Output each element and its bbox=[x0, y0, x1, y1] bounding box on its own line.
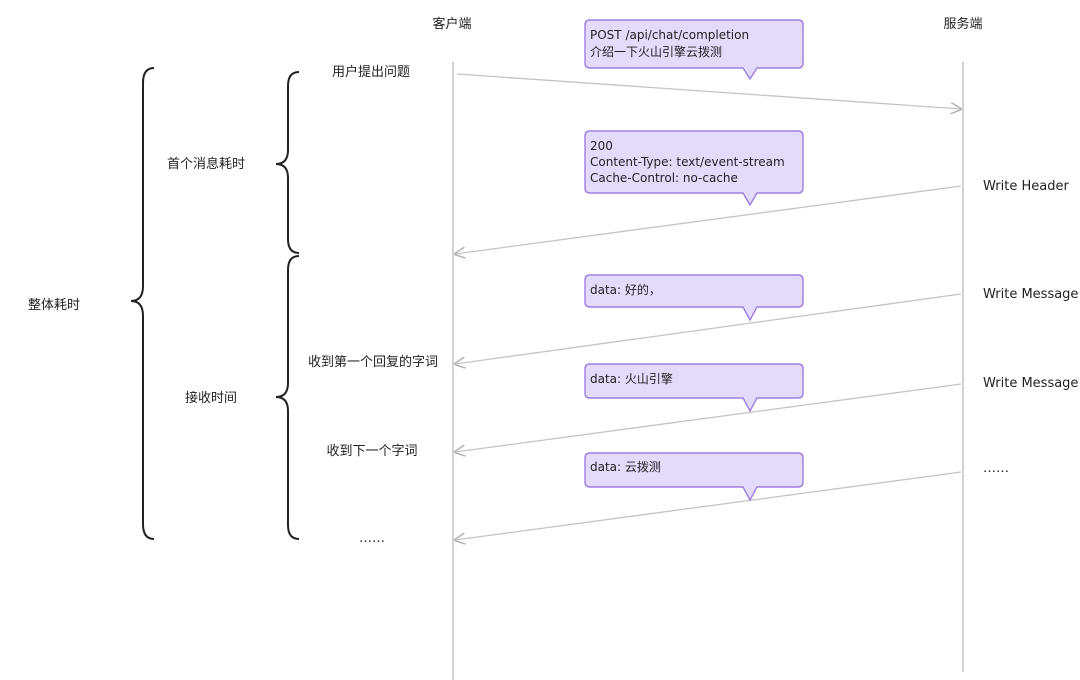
first-message-time-label: 首个消息耗时 bbox=[167, 156, 245, 172]
message3-bubble: data: 云拨测 bbox=[584, 452, 804, 502]
overall-brace bbox=[130, 67, 155, 540]
request-bubble-line-2: 介绍一下火山引擎云拨测 bbox=[590, 44, 722, 59]
client-ellipsis: …… bbox=[359, 531, 385, 546]
write-header-label: Write Header bbox=[983, 179, 1069, 194]
message3-bubble-text: data: 云拨测 bbox=[590, 460, 661, 474]
first-word-label: 收到第一个回复的字词 bbox=[308, 354, 438, 370]
message1-bubble: data: 好的， bbox=[584, 274, 804, 322]
request-arrow bbox=[456, 73, 961, 109]
message3-arrow bbox=[455, 471, 962, 540]
overall-time-label: 整体耗时 bbox=[28, 298, 80, 313]
message2-arrow bbox=[455, 383, 962, 452]
request-bubble: POST /api/chat/completion 介绍一下火山引擎云拨测 bbox=[584, 19, 804, 81]
message1-bubble-text: data: 好的， bbox=[590, 282, 661, 297]
header-bubble-line-2: Content-Type: text/event-stream bbox=[590, 155, 785, 169]
message2-bubble: data: 火山引擎 bbox=[584, 363, 804, 413]
header-bubble-line-1: 200 bbox=[590, 139, 613, 153]
ask-question-label: 用户提出问题 bbox=[332, 64, 410, 80]
receive-time-brace bbox=[275, 255, 300, 540]
server-title: 服务端 bbox=[943, 16, 982, 32]
header-arrow bbox=[455, 185, 962, 254]
server-ellipsis: …… bbox=[983, 461, 1009, 476]
header-bubble: 200 Content-Type: text/event-stream Cach… bbox=[584, 130, 804, 207]
message1-arrow bbox=[455, 293, 962, 364]
request-bubble-line-1: POST /api/chat/completion bbox=[590, 28, 749, 42]
first-message-brace bbox=[275, 71, 300, 254]
header-bubble-line-3: Cache-Control: no-cache bbox=[590, 171, 738, 185]
client-title: 客户端 bbox=[432, 16, 471, 32]
message2-bubble-text: data: 火山引擎 bbox=[590, 371, 673, 386]
next-word-label: 收到下一个字词 bbox=[326, 444, 417, 459]
write-message-label-2: Write Message bbox=[983, 376, 1078, 391]
write-message-label-1: Write Message bbox=[983, 287, 1078, 302]
receive-time-label: 接收时间 bbox=[185, 390, 237, 406]
